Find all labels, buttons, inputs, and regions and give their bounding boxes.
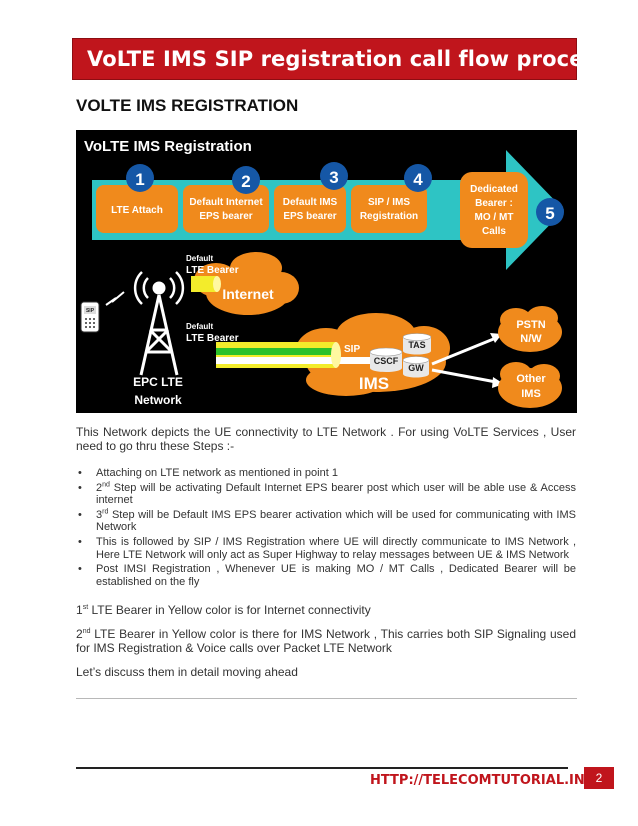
list-item: •3rd Step will be Default IMS EPS bearer… — [78, 508, 576, 534]
volte-registration-diagram: VoLTE IMS Registration LTE Attach Defaul… — [76, 130, 577, 413]
list-item: •Attaching on LTE network as mentioned i… — [78, 467, 338, 479]
step-number-1: 1 — [126, 164, 154, 192]
step-1-label: LTE Attach — [111, 205, 163, 216]
steps-list: •Attaching on LTE network as mentioned i… — [76, 467, 576, 590]
note-first-bearer: 1st LTE Bearer in Yellow color is for In… — [76, 603, 371, 617]
step-number-4: 4 — [404, 164, 432, 192]
phone-icon: SIP — [80, 301, 100, 333]
arrow-to-pstn — [431, 336, 497, 366]
list-item: •This is followed by SIP / IMS Registrat… — [78, 535, 576, 561]
svg-text:GW: GW — [408, 363, 424, 373]
svg-text:Calls: Calls — [482, 226, 506, 237]
step-box-dedicated: Dedicated Bearer : MO / MT Calls — [460, 172, 528, 248]
svg-text:Bearer :: Bearer : — [475, 198, 513, 209]
closing-paragraph: Let’s discuss them in detail moving ahea… — [76, 665, 298, 679]
step-3-label-line1: Default IMS — [283, 197, 338, 208]
svg-text:LTE Bearer: LTE Bearer — [186, 265, 239, 276]
svg-text:4: 4 — [413, 170, 423, 189]
svg-text:3: 3 — [329, 168, 338, 187]
step-box-1: LTE Attach — [96, 185, 178, 233]
wireless-signal-icon — [105, 291, 125, 306]
step-box-4: SIP / IMS Registration — [351, 185, 427, 233]
svg-text:CSCF: CSCF — [374, 356, 399, 366]
step-3-label-line2: EPS bearer — [283, 211, 336, 222]
note-second-bearer: 2nd LTE Bearer in Yellow color is there … — [76, 627, 576, 655]
svg-text:MO / MT: MO / MT — [475, 212, 514, 223]
internet-bearer-pipe — [191, 276, 217, 292]
svg-text:LTE Bearer: LTE Bearer — [186, 333, 239, 344]
step-box-3: Default IMS EPS bearer — [274, 185, 346, 233]
svg-text:Dedicated: Dedicated — [470, 184, 518, 195]
title-banner: VoLTE IMS SIP registration call flow pro… — [72, 38, 638, 80]
other-ims-cloud: Other IMS — [498, 362, 562, 408]
svg-text:Default: Default — [186, 322, 213, 331]
cscf-node: CSCF — [369, 347, 403, 372]
bullet-icon: • — [78, 535, 82, 548]
svg-text:EPC LTE: EPC LTE — [133, 375, 183, 389]
svg-text:Other: Other — [516, 373, 546, 385]
diagram-title: VoLTE IMS Registration — [84, 138, 252, 155]
document-title: VoLTE IMS SIP registration call flow pro… — [87, 47, 638, 71]
bullet-icon: • — [78, 508, 82, 521]
svg-text:Default: Default — [186, 254, 213, 263]
svg-text:2: 2 — [241, 172, 250, 191]
list-item: •Post IMSI Registration , Whenever UE is… — [78, 563, 576, 588]
arrow-to-other-ims — [431, 368, 497, 384]
step-4-label-line1: SIP / IMS — [368, 197, 410, 208]
page-number: 2 — [584, 767, 614, 789]
lte-tower-icon — [133, 271, 185, 376]
footer-divider — [76, 767, 568, 769]
sip-signaling-line — [216, 348, 336, 355]
step-number-5: 5 — [536, 198, 564, 226]
gw-node: GW — [402, 356, 430, 378]
step-box-2: Default Internet EPS bearer — [183, 185, 269, 233]
voice-line — [216, 357, 376, 364]
svg-text:5: 5 — [545, 204, 554, 223]
step-2-label-line2: EPS bearer — [199, 211, 252, 222]
step-2-label-line1: Default Internet — [189, 197, 263, 208]
internet-cloud: Internet — [194, 252, 299, 315]
svg-text:1: 1 — [135, 170, 144, 189]
step-4-label-line2: Registration — [360, 211, 418, 222]
svg-text:PSTN: PSTN — [516, 319, 545, 331]
bullet-icon: • — [78, 481, 82, 494]
step-number-3: 3 — [320, 162, 348, 190]
svg-text:SIP: SIP — [344, 344, 360, 355]
section-divider — [76, 698, 577, 699]
tas-node: TAS — [402, 333, 432, 355]
svg-text:Internet: Internet — [222, 286, 274, 302]
section-heading: VOLTE IMS REGISTRATION — [76, 96, 299, 115]
svg-text:IMS: IMS — [521, 388, 541, 400]
intro-paragraph: This Network depicts the UE connectivity… — [76, 425, 576, 453]
list-item: •2nd Step will be activating Default Int… — [78, 480, 576, 507]
svg-text:SIP: SIP — [86, 308, 95, 314]
svg-text:Network: Network — [134, 393, 182, 407]
bullet-icon: • — [78, 467, 82, 479]
pstn-cloud: PSTN N/W — [498, 306, 562, 352]
bullet-icon: • — [78, 563, 82, 576]
svg-text:N/W: N/W — [520, 333, 542, 345]
footer-url-link[interactable]: HTTP://TELECOMTUTORIAL.INFO — [370, 773, 605, 788]
svg-text:TAS: TAS — [408, 340, 425, 350]
step-number-2: 2 — [232, 166, 260, 194]
svg-text:IMS: IMS — [359, 374, 389, 393]
